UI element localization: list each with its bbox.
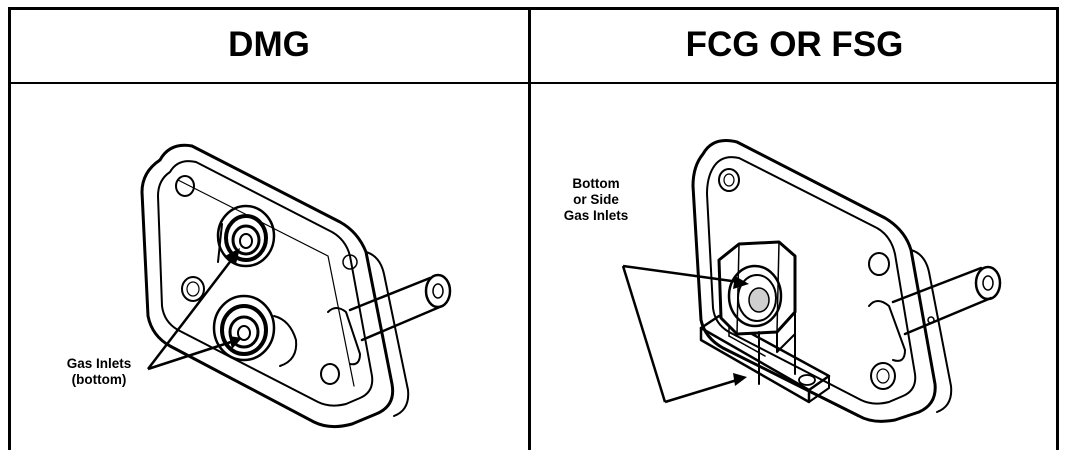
table-top-border	[8, 7, 1059, 10]
housing-outer-rim	[140, 143, 395, 429]
corner-hole	[175, 175, 195, 197]
table-header-divider	[8, 82, 1059, 84]
housing-inner-wall	[706, 156, 917, 405]
column-header-dmg: DMG	[228, 25, 310, 64]
callout-arrows	[147, 253, 237, 371]
side-tube	[327, 273, 452, 366]
dmg-housing-drawing	[140, 143, 452, 429]
fcg-fsg-housing-drawing	[621, 139, 1002, 423]
table-right-border	[1056, 8, 1059, 450]
dmg-illustration-panel: Gas Inlets (bottom)	[10, 84, 528, 450]
corner-hole	[181, 276, 205, 302]
hex-fitting	[717, 240, 797, 385]
gas-inlet-upper	[216, 204, 276, 268]
housing-outer-rim	[691, 139, 937, 423]
fcg-fsg-illustration-panel: Bottom or Side Gas Inlets	[533, 84, 1056, 450]
corner-hole	[868, 252, 890, 276]
callout-arrows	[621, 264, 740, 404]
housing-inner-wall	[157, 160, 374, 407]
gas-inlet-lower	[212, 294, 298, 367]
table-center-divider	[528, 8, 531, 450]
fcg-fsg-gas-inlets-callout: Bottom or Side Gas Inlets	[563, 176, 629, 223]
corner-hole	[870, 362, 896, 390]
dmg-gas-inlets-callout: Gas Inlets (bottom)	[66, 356, 132, 387]
side-tube	[868, 265, 1002, 362]
table-left-border	[8, 8, 11, 450]
mounting-base	[699, 309, 831, 404]
corner-hole	[320, 363, 340, 385]
column-header-fcg-fsg: FCG OR FSG	[685, 25, 904, 64]
corner-hole	[718, 168, 740, 192]
